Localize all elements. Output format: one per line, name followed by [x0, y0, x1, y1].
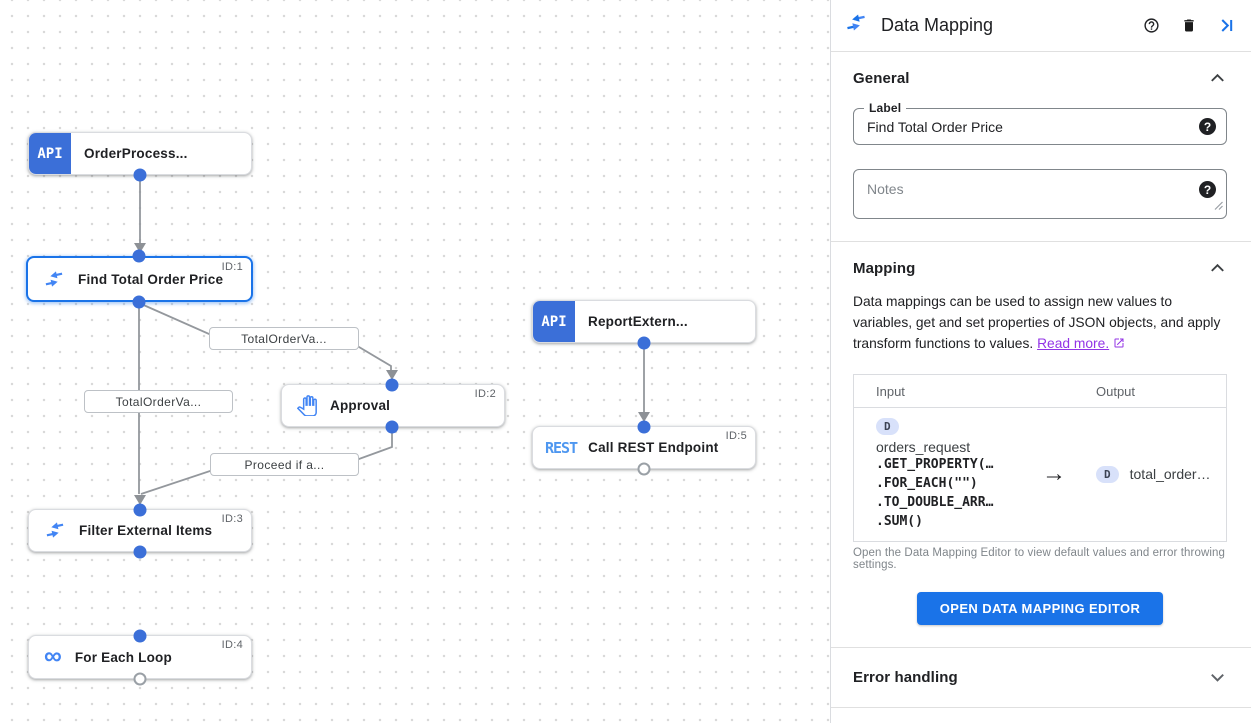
read-more-link[interactable]: Read more.	[1037, 336, 1109, 351]
label-help-icon[interactable]: ?	[1199, 118, 1216, 135]
node-id: ID:2	[474, 388, 496, 400]
node-label: For Each Loop	[74, 649, 172, 665]
approval-hand-icon	[297, 395, 317, 416]
connector-dot[interactable]	[133, 503, 147, 517]
panel-header: Data Mapping	[831, 0, 1251, 52]
chevron-up-icon[interactable]	[1208, 69, 1227, 88]
section-error-handling: Error handling	[831, 648, 1251, 708]
connector-dot[interactable]	[385, 420, 399, 434]
notes-help-icon[interactable]: ?	[1199, 181, 1216, 198]
connector-dot[interactable]	[133, 629, 147, 643]
chevron-up-icon[interactable]	[1208, 259, 1227, 278]
open-data-mapping-editor-button[interactable]: OPEN DATA MAPPING EDITOR	[916, 592, 1164, 625]
mapping-description-text: Data mappings can be used to assign new …	[853, 294, 1221, 351]
mapping-row[interactable]: D orders_request .GET_PROPERTY(… .FOR_EA…	[854, 408, 1226, 541]
help-button[interactable]	[1143, 17, 1160, 34]
infinity-loop-icon: ∞	[44, 641, 62, 670]
node-label: OrderProcess...	[84, 146, 188, 161]
connector-dot[interactable]	[637, 336, 651, 350]
notes-textarea[interactable]	[854, 170, 1199, 218]
edge-label-text: Proceed if a...	[244, 457, 325, 472]
node-report-extern-trigger[interactable]: API ReportExtern...	[532, 300, 756, 343]
external-link-icon	[1113, 334, 1125, 355]
label-field-legend: Label	[864, 101, 907, 115]
datatype-badge: D	[1096, 465, 1119, 483]
datatype-badge: D	[876, 418, 899, 435]
node-label: Approval	[330, 398, 391, 413]
delete-button[interactable]	[1181, 17, 1197, 34]
mapping-caption: Open the Data Mapping Editor to view def…	[853, 547, 1226, 571]
edge-label-text: TotalOrderVa...	[241, 331, 327, 346]
error-handling-heading: Error handling	[853, 669, 958, 686]
connector-dot[interactable]	[385, 378, 399, 392]
rest-badge: REST	[545, 438, 578, 457]
config-panel: Data Mapping General	[830, 0, 1251, 723]
mapping-description: Data mappings can be used to assign new …	[853, 291, 1227, 355]
node-id: ID:3	[221, 513, 243, 525]
label-field: Label ?	[853, 101, 1227, 145]
connector-dot-open[interactable]	[637, 462, 651, 476]
mapping-table-header: Input Output	[854, 375, 1226, 408]
arrow-right-icon: →	[1042, 460, 1066, 487]
collapse-panel-icon[interactable]	[1218, 17, 1235, 34]
label-input[interactable]	[854, 109, 1199, 144]
connector-dot[interactable]	[132, 249, 146, 263]
output-column-header: Output	[1096, 383, 1136, 399]
mapping-table: Input Output D orders_request .GET_PROPE…	[853, 374, 1227, 542]
connector-dot[interactable]	[132, 295, 146, 309]
read-more-text: Read more.	[1037, 336, 1110, 351]
node-order-process-trigger[interactable]: API OrderProcess...	[28, 132, 252, 175]
node-label: Find Total Order Price	[78, 271, 224, 287]
data-mapping-icon	[844, 14, 868, 37]
node-label: ReportExtern...	[588, 314, 688, 329]
mapping-heading: Mapping	[853, 260, 916, 277]
edge-label-proceed-if[interactable]: Proceed if a...	[210, 453, 359, 476]
node-id: ID:5	[725, 430, 747, 442]
input-variable: orders_request	[876, 439, 971, 455]
section-mapping: Mapping Data mappings can be used to ass…	[831, 242, 1251, 648]
panel-title: Data Mapping	[881, 15, 994, 35]
flow-edges	[134, 176, 650, 505]
edge-label-text: TotalOrderVa...	[115, 394, 202, 409]
connector-dot-open[interactable]	[133, 672, 147, 686]
resize-grip-icon[interactable]	[1214, 197, 1223, 215]
data-mapping-icon	[43, 270, 65, 288]
connector-dot[interactable]	[133, 168, 147, 182]
transform-line: .TO_DOUBLE_ARR…	[876, 495, 994, 510]
connector-dot[interactable]	[637, 420, 651, 434]
transform-line: .FOR_EACH("")	[876, 476, 978, 491]
edge-label-total-order-right[interactable]: TotalOrderVa...	[209, 327, 359, 350]
transform-line: .SUM()	[876, 514, 923, 529]
connector-dot[interactable]	[133, 545, 147, 559]
transform-line: .GET_PROPERTY(…	[876, 457, 994, 472]
section-general: General Label ? ?	[831, 52, 1251, 242]
node-id: ID:4	[221, 639, 243, 651]
general-heading: General	[853, 70, 910, 87]
edge-label-total-order-left[interactable]: TotalOrderVa...	[84, 390, 233, 413]
node-label: Call REST Endpoint	[588, 440, 719, 455]
api-trigger-badge: API	[29, 133, 71, 174]
node-label: Filter External Items	[79, 523, 213, 538]
output-variable: total_order…	[1129, 466, 1211, 482]
chevron-down-icon[interactable]	[1208, 668, 1227, 687]
node-id: ID:1	[221, 261, 243, 273]
flow-canvas[interactable]: API OrderProcess... ID:1 Find Total Orde…	[0, 0, 830, 723]
node-find-total-order-price[interactable]: ID:1 Find Total Order Price	[26, 256, 253, 302]
notes-field: ?	[853, 169, 1227, 219]
api-trigger-badge: API	[533, 301, 575, 342]
input-column-header: Input	[876, 383, 905, 399]
data-mapping-icon	[44, 522, 66, 539]
